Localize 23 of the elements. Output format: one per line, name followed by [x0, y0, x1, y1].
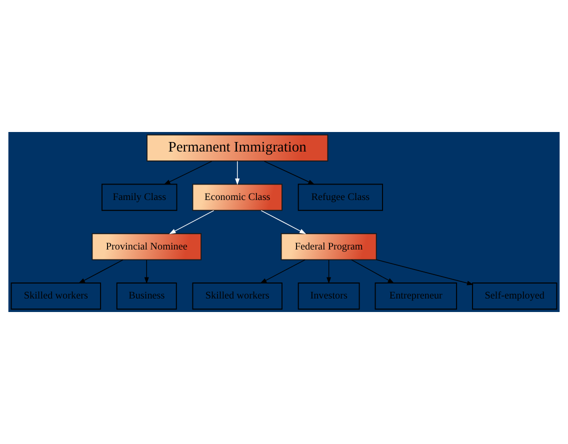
- node-box: Investors: [298, 282, 360, 310]
- arrow: [164, 160, 212, 185]
- node-box: Skilled workers: [192, 282, 282, 310]
- arrow: [169, 210, 214, 234]
- arrow: [260, 210, 306, 234]
- arrow: [78, 260, 124, 284]
- arrow: [376, 259, 474, 286]
- arrow: [260, 260, 306, 284]
- arrow: [326, 260, 332, 284]
- arrow: [264, 160, 315, 185]
- node-box: Entrepreneur: [374, 282, 458, 310]
- arrow: [144, 260, 149, 284]
- node-box: Provincial Nominee: [92, 233, 202, 260]
- node-box: Refugee Class: [298, 184, 383, 211]
- node-box: Business: [116, 282, 177, 310]
- node-box: Federal Program: [280, 233, 377, 260]
- node-box: Skilled workers: [10, 282, 102, 310]
- arrow: [235, 160, 240, 186]
- node-box: Economic Class: [192, 184, 282, 211]
- node-box: Permanent Immigration: [146, 134, 328, 162]
- node-box: Family Class: [102, 184, 178, 211]
- arrow: [351, 260, 394, 284]
- node-box: Self-employed: [472, 282, 558, 310]
